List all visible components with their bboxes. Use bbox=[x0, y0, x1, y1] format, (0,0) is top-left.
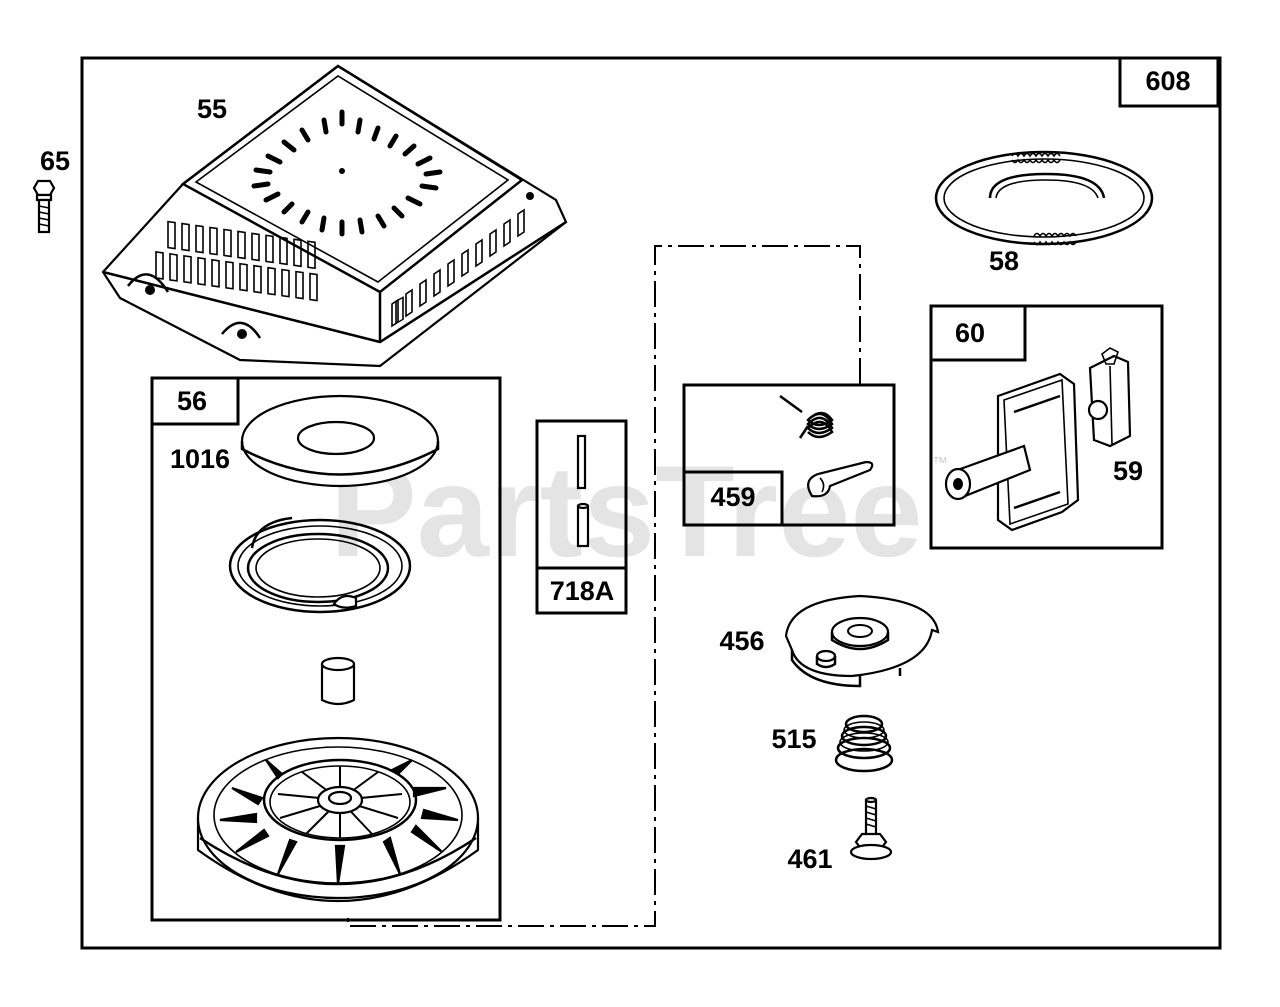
handle-insert-part[interactable] bbox=[1087, 347, 1132, 448]
starter-kit-label-box bbox=[150, 376, 240, 426]
label-459[interactable]: 459 bbox=[710, 482, 755, 512]
pin-kit-label-box bbox=[535, 566, 628, 615]
main-frame bbox=[80, 56, 1222, 950]
cylinder-part[interactable] bbox=[320, 656, 356, 706]
spring-part[interactable] bbox=[834, 714, 894, 773]
label-58[interactable]: 58 bbox=[989, 246, 1019, 276]
label-461[interactable]: 461 bbox=[787, 844, 832, 874]
main-label-box bbox=[1118, 56, 1220, 108]
label-1016[interactable]: 1016 bbox=[170, 444, 230, 474]
label-456[interactable]: 456 bbox=[719, 626, 764, 656]
connector-line bbox=[347, 245, 861, 927]
pawl-kit-label-box bbox=[682, 470, 784, 527]
washer-part[interactable] bbox=[240, 394, 440, 488]
label-718A[interactable]: 718A bbox=[550, 576, 615, 606]
bolt-part[interactable] bbox=[32, 179, 56, 234]
pawl-part[interactable] bbox=[807, 460, 874, 498]
pawl-spring-part[interactable] bbox=[779, 394, 834, 439]
watermark-trademark: ™ bbox=[932, 455, 948, 472]
label-59[interactable]: 59 bbox=[1113, 456, 1143, 486]
label-56[interactable]: 56 bbox=[177, 386, 207, 416]
screw-part[interactable] bbox=[849, 796, 893, 861]
handle-kit-label-box bbox=[929, 304, 1027, 362]
rope-part[interactable] bbox=[934, 150, 1154, 246]
cover-part[interactable] bbox=[101, 64, 568, 368]
recoil-spring-part[interactable] bbox=[228, 516, 412, 614]
pawl-kit-box bbox=[682, 383, 896, 527]
pulley-part[interactable] bbox=[196, 736, 480, 902]
pin-long-part[interactable] bbox=[576, 434, 587, 490]
handle-part[interactable] bbox=[944, 372, 1080, 532]
starter-kit-box bbox=[150, 376, 502, 922]
pin-short-part[interactable] bbox=[576, 502, 590, 548]
retainer-part[interactable] bbox=[784, 594, 940, 688]
label-65[interactable]: 65 bbox=[40, 146, 70, 176]
label-608[interactable]: 608 bbox=[1145, 66, 1190, 96]
handle-kit-box bbox=[929, 304, 1164, 550]
label-60[interactable]: 60 bbox=[955, 318, 985, 348]
label-55[interactable]: 55 bbox=[197, 94, 227, 124]
label-515[interactable]: 515 bbox=[771, 724, 816, 754]
